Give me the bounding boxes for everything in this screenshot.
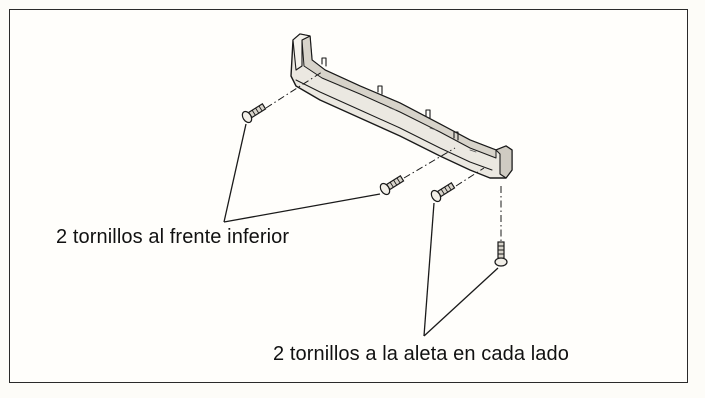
front-screws-label: 2 tornillos al frente inferior (56, 226, 290, 248)
alignment-lines (265, 71, 502, 244)
fender-screws-label: 2 tornillos a la aleta en cada lado (273, 343, 569, 365)
leader-lines (223, 123, 499, 337)
screw-icon (241, 103, 508, 267)
bumper-part-icon (290, 33, 513, 179)
diagram-frame (9, 9, 688, 383)
